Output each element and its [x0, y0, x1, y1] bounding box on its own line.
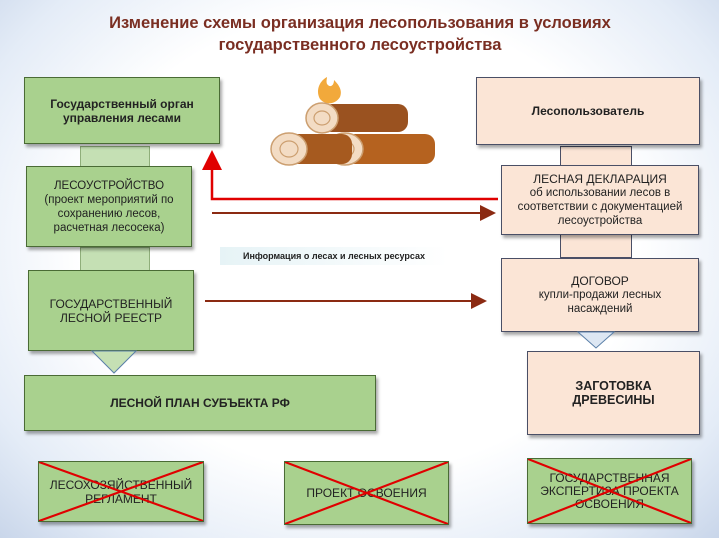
registry-down-chevron: [90, 350, 138, 374]
info-label-text: Информация о лесах и лесных ресурсах: [242, 251, 426, 261]
state-forest-authority-box: Государственный орган управления лесами: [24, 77, 220, 144]
firewood-logs-icon: [270, 77, 435, 166]
state-forest-registry-box: ГОСУДАРСТВЕННЫЙ ЛЕСНОЙ РЕЕСТР: [28, 270, 194, 351]
forest-plan-label: ЛЕСНОЙ ПЛАН СУБЪЕКТА РФ: [110, 396, 290, 410]
forestry-regulation-box-crossed: ЛЕСОХОЗЯЙСТВЕННЫЙ РЕГЛАМЕНТ: [38, 461, 204, 522]
forest-declaration-box: ЛЕСНАЯ ДЕКЛАРАЦИЯ об использовании лесов…: [501, 165, 699, 235]
cross-out-mark: [285, 462, 448, 524]
contract-down-chevron: [576, 331, 616, 349]
forest-management-box: ЛЕСОУСТРОЙСТВО (проект мероприятий по со…: [26, 166, 192, 247]
forest-plan-box: ЛЕСНОЙ ПЛАН СУБЪЕКТА РФ: [24, 375, 376, 431]
forestry-regulation-label: ЛЕСОХОЗЯЙСТВЕННЫЙ РЕГЛАМЕНТ: [49, 477, 193, 506]
title-line-2: государственного лесоустройства: [218, 36, 502, 54]
forest-management-title: ЛЕСОУСТРОЙСТВО: [53, 179, 165, 192]
info-label: Информация о лесах и лесных ресурсах: [220, 247, 448, 265]
forest-declaration-text: об использовании лесов в соответствии с …: [517, 187, 683, 227]
cross-out-mark: [39, 462, 203, 521]
state-forest-authority-label: Государственный орган управления лесами: [50, 96, 194, 125]
state-forest-registry-label: ГОСУДАРСТВЕННЫЙ ЛЕСНОЙ РЕЕСТР: [49, 296, 173, 325]
development-project-box-crossed: ПРОЕКТ ОСВОЕНИЯ: [284, 461, 449, 525]
page-title: Изменение схемы организация лесопользова…: [40, 12, 680, 56]
forest-declaration-title: ЛЕСНАЯ ДЕКЛАРАЦИЯ: [533, 172, 667, 186]
sale-contract-text: купли-продажи лесных насаждений: [538, 289, 662, 315]
cross-out-mark: [528, 459, 691, 523]
timber-harvest-box: ЗАГОТОВКА ДРЕВЕСИНЫ: [527, 351, 700, 435]
sale-contract-box: ДОГОВОР купли-продажи лесных насаждений: [501, 258, 699, 332]
state-expertise-box-crossed: ГОСУДАРСТВЕННАЯ ЭКСПЕРТИЗА ПРОЕКТА ОСВОЕ…: [527, 458, 692, 524]
state-expertise-label: ГОСУДАРСТВЕННАЯ ЭКСПЕРТИЗА ПРОЕКТА ОСВОЕ…: [540, 470, 679, 511]
feedback-arrow: [202, 150, 498, 201]
timber-harvest-label: ЗАГОТОВКА ДРЕВЕСИНЫ: [572, 379, 655, 407]
forest-user-box: Лесопользователь: [476, 77, 700, 145]
forest-user-label: Лесопользователь: [531, 104, 645, 118]
forest-management-text: (проект мероприятий по сохранению лесов,…: [44, 193, 174, 234]
sale-contract-title: ДОГОВОР: [571, 274, 629, 288]
title-line-1: Изменение схемы организация лесопользова…: [109, 14, 611, 32]
